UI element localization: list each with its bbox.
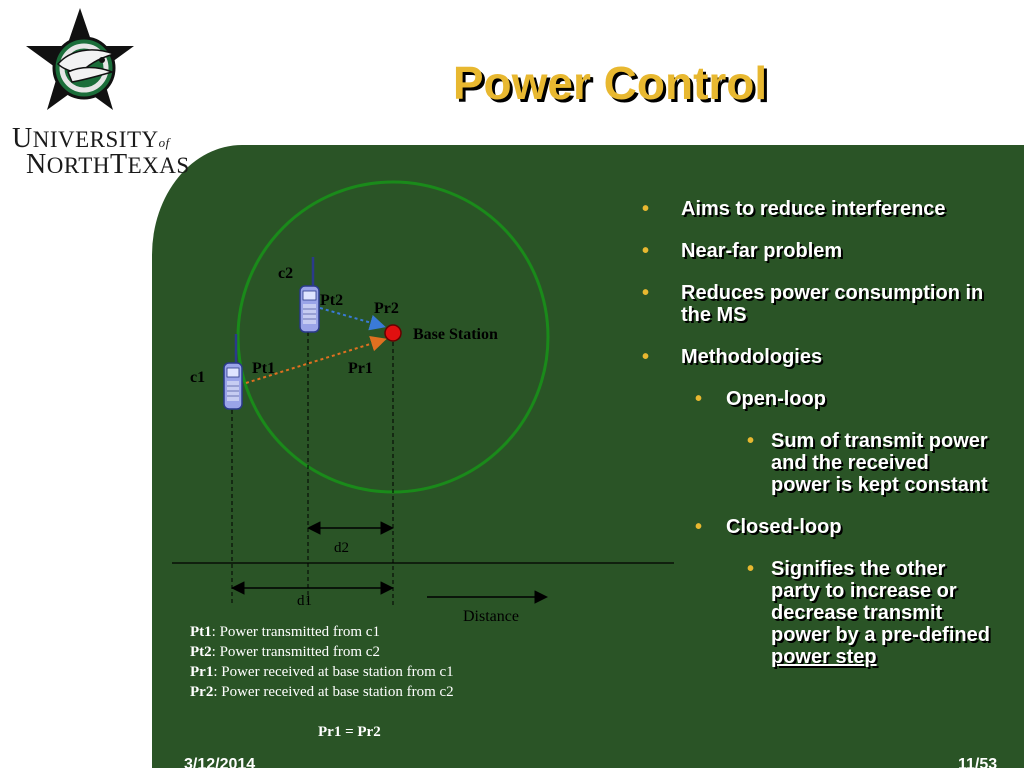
bullet-dot-icon: • <box>747 558 755 580</box>
bullet-dot-icon: • <box>642 346 650 368</box>
legend-item: Pt1: Power transmitted from c1 <box>190 624 380 640</box>
legend-item: Pr1: Power received at base station from… <box>190 664 454 680</box>
label-c2: c2 <box>278 265 293 282</box>
label-c1: c1 <box>190 369 205 386</box>
bullet-dot-icon: • <box>695 388 703 410</box>
bullet-item: •Sum of transmit power and the received … <box>747 430 988 496</box>
bullet-item: •Open-loop <box>695 388 826 410</box>
phone-c1-icon <box>223 334 243 410</box>
phone-c2-icon <box>299 257 320 333</box>
label-pr2: Pr2 <box>374 300 399 317</box>
label-pt2: Pt2 <box>320 292 343 309</box>
label-base-station: Base Station <box>413 326 498 343</box>
footer-page-number: 11/53 <box>958 756 998 773</box>
label-pr1: Pr1 <box>348 360 373 377</box>
pt2-arrow <box>319 307 386 331</box>
legend-item: Pr2: Power received at base station from… <box>190 684 454 700</box>
bullet-item: •Near-far problem <box>642 240 843 262</box>
base-station-icon <box>384 324 402 342</box>
content-panel <box>152 145 1024 768</box>
bullet-dot-icon: • <box>642 240 650 262</box>
bullet-dot-icon: • <box>642 198 650 220</box>
bullet-list: •Aims to reduce interference •Near-far p… <box>640 198 1010 688</box>
legend-item: Pt2: Power transmitted from c2 <box>190 644 380 660</box>
bullet-item: •Reduces power consumption in the MS <box>642 282 984 326</box>
slide-title: Power Control <box>452 57 768 109</box>
bullet-item: •Closed-loop <box>695 516 842 538</box>
bullet-dot-icon: • <box>695 516 703 538</box>
label-pt1: Pt1 <box>252 360 275 377</box>
footer-date: 3/12/2014 <box>184 756 256 773</box>
bullet-dot-icon: • <box>747 430 755 452</box>
label-d1: d1 <box>297 593 312 609</box>
bullet-item: •Methodologies <box>642 346 823 368</box>
equation: Pr1 = Pr2 <box>318 724 381 740</box>
label-distance: Distance <box>463 608 519 625</box>
university-wordmark: UNIVERSITYof NORTHTEXAS <box>12 123 190 180</box>
bullet-dot-icon: • <box>642 282 650 304</box>
bullet-item: •Aims to reduce interference <box>642 198 946 220</box>
legend: Pt1: Power transmitted from c1 Pt2: Powe… <box>190 622 454 702</box>
bullet-item: •Signifies the other party to increase o… <box>747 558 990 668</box>
label-d2: d2 <box>334 540 349 556</box>
unt-eagle-star-logo <box>26 8 134 110</box>
